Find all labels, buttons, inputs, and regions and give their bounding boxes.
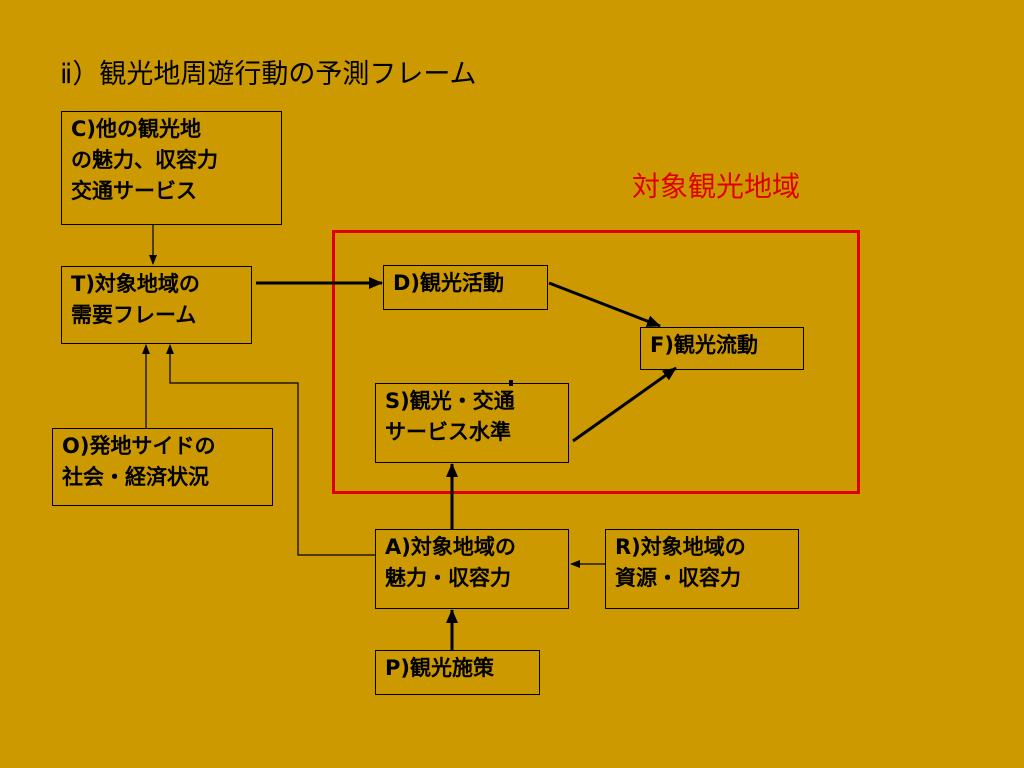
target-region-frame bbox=[332, 230, 860, 494]
connector-dot bbox=[509, 380, 513, 386]
node-a-attractiveness-capacity: A)対象地域の 魅力・収容力 bbox=[375, 529, 569, 609]
arrow-a-to-t bbox=[166, 344, 375, 556]
page-title: ⅱ）観光地周遊行動の予測フレーム bbox=[60, 59, 477, 90]
node-c-other-destinations: C)他の観光地 の魅力、収容力 交通サービス bbox=[61, 111, 282, 225]
node-f-tourism-flow: F)観光流動 bbox=[640, 327, 804, 370]
target-region-label: 対象観光地域 bbox=[632, 170, 801, 203]
node-d-tourism-activity: D)観光活動 bbox=[383, 265, 548, 310]
node-s-service-level: S)観光・交通 サービス水準 bbox=[375, 383, 569, 463]
node-p-tourism-policy: P)観光施策 bbox=[375, 650, 540, 695]
arrow-d-to-f bbox=[548, 281, 661, 328]
arrow-s-to-f bbox=[572, 366, 677, 443]
node-r-resources-capacity: R)対象地域の 資源・収容力 bbox=[605, 529, 799, 609]
node-o-origin-socioeconomic: O)発地サイドの 社会・経済状況 bbox=[52, 428, 273, 506]
node-t-demand-frame: T)対象地域の 需要フレーム bbox=[61, 266, 252, 344]
